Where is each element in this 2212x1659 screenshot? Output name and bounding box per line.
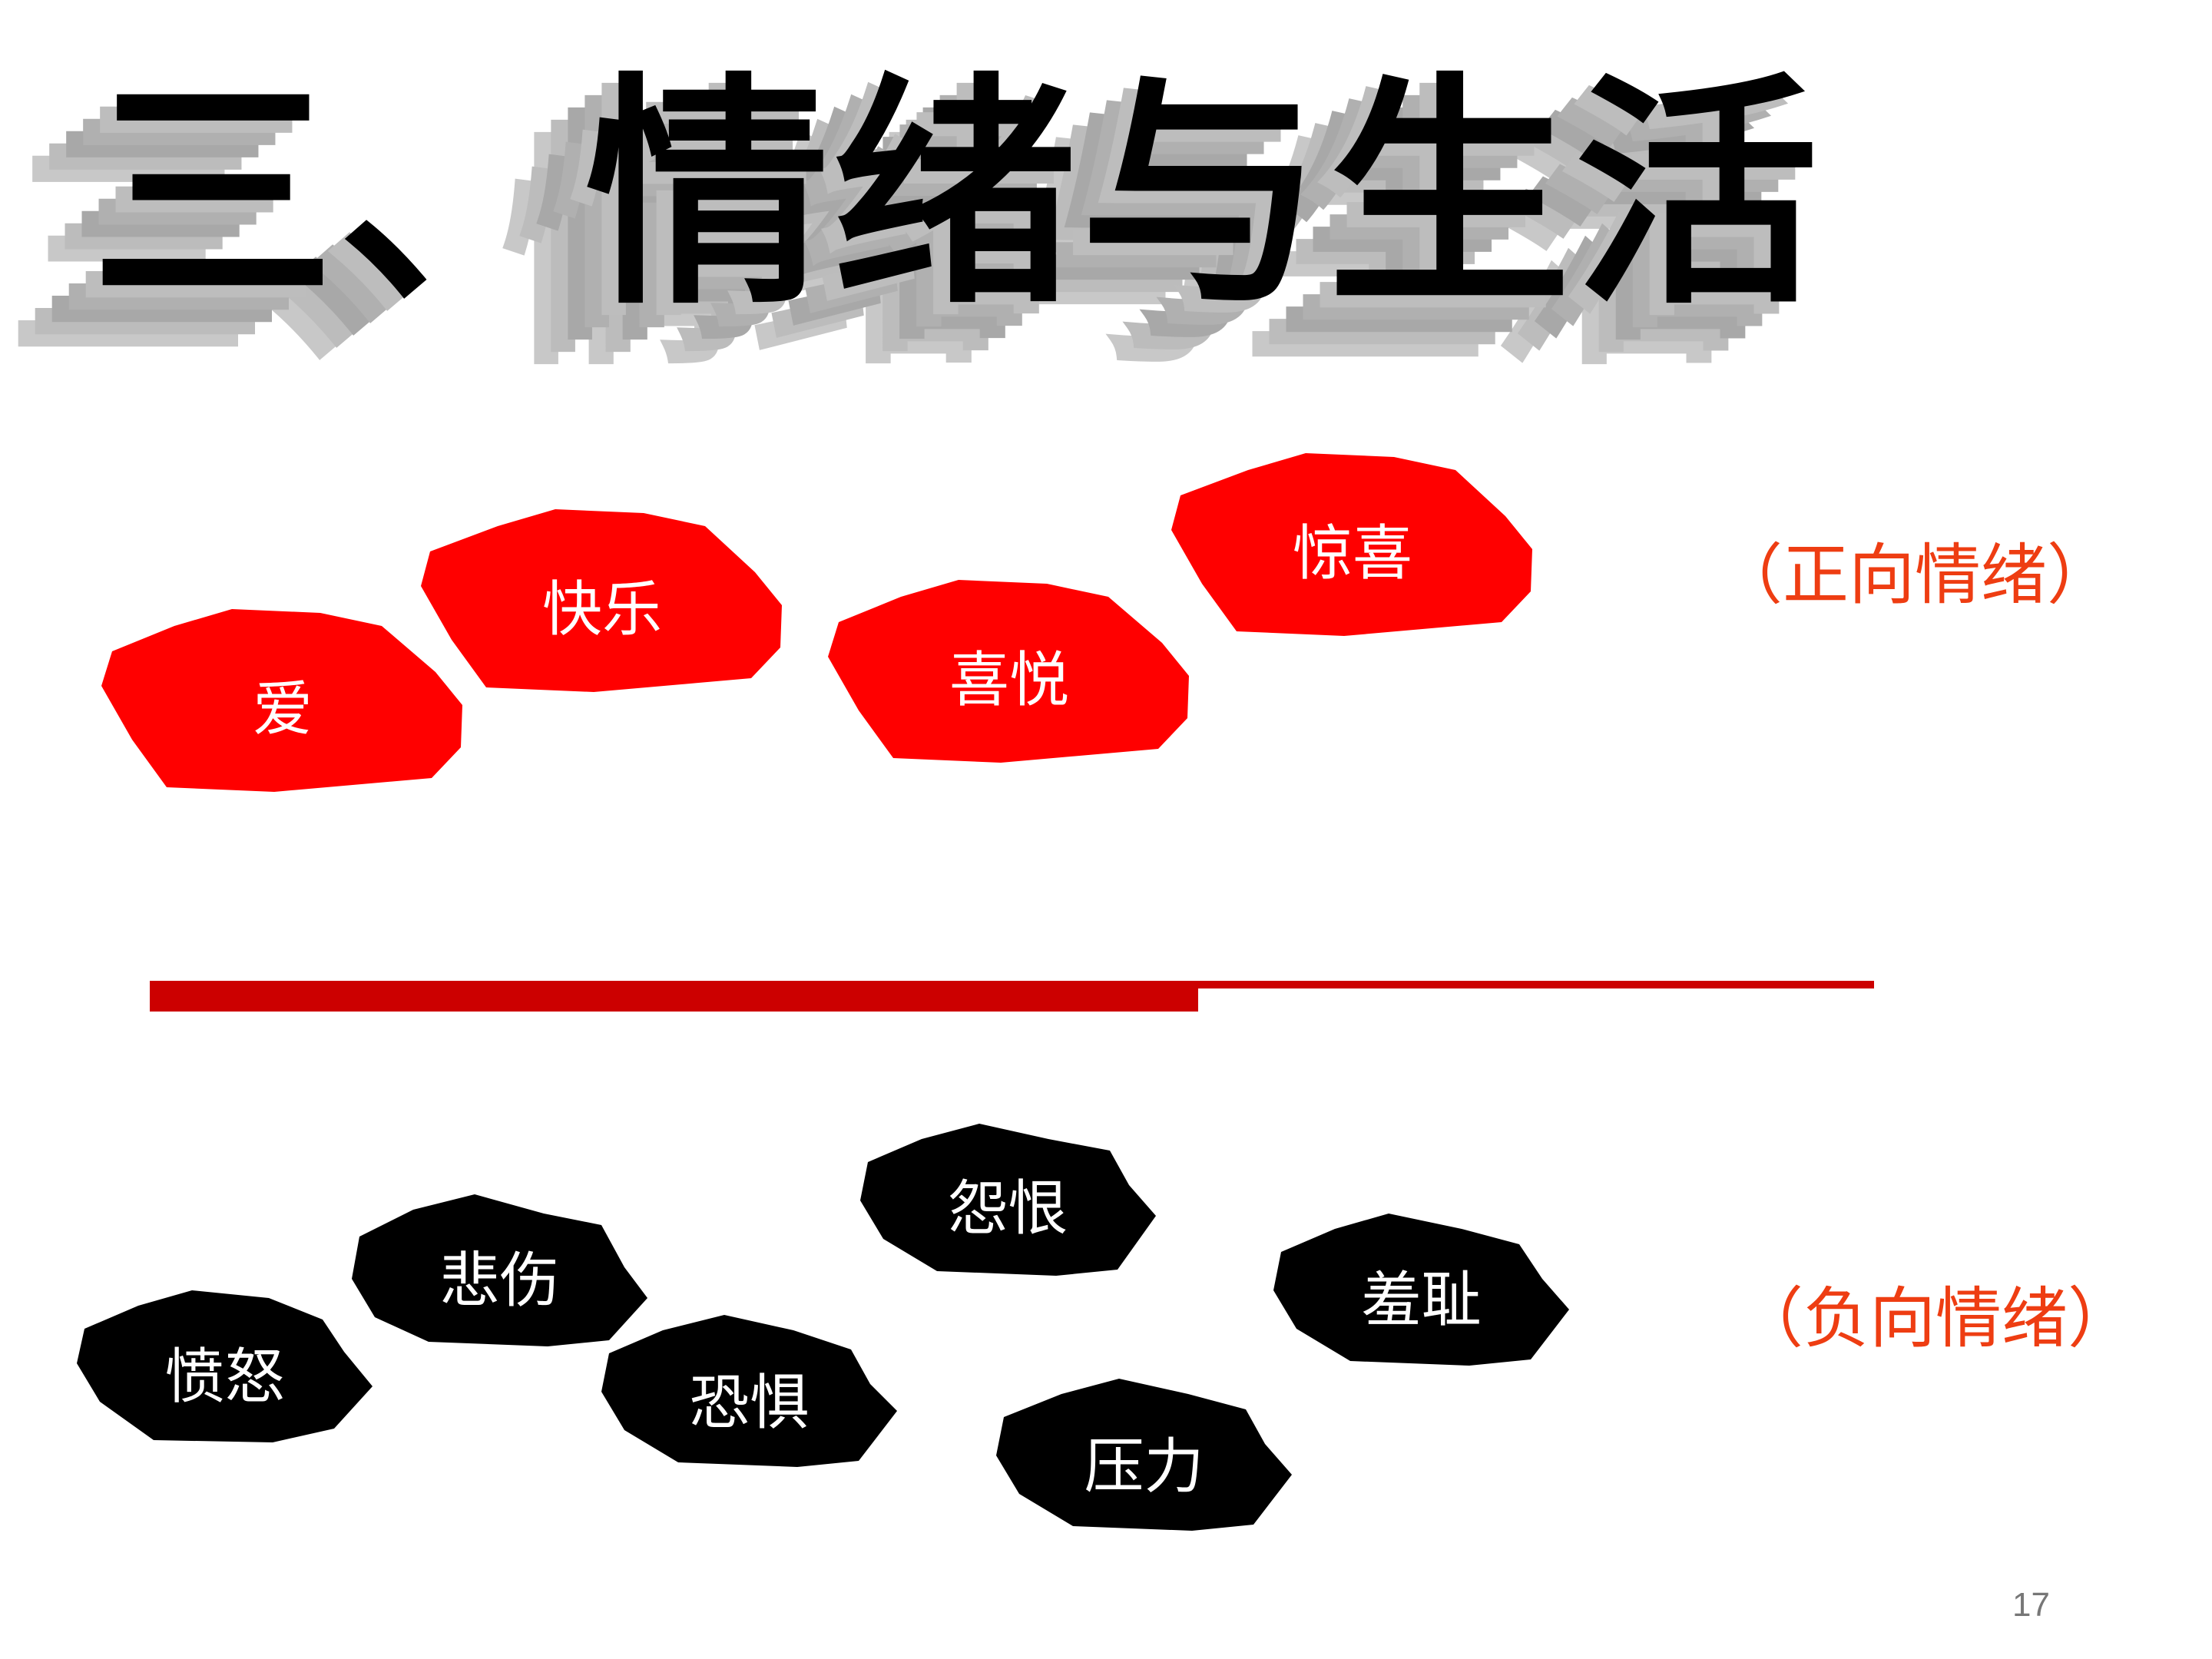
emotion-blob-surprise: 惊喜	[1171, 453, 1534, 636]
emotion-blob-resentment: 怨恨	[860, 1124, 1156, 1276]
page-number: 17	[2012, 1586, 2050, 1624]
emotion-blob-anger: 愤怒	[77, 1290, 373, 1442]
emotion-blob-sadness: 悲伤	[352, 1194, 647, 1346]
emotion-blob-shame: 羞耻	[1273, 1214, 1569, 1366]
emotion-label-love: 爱	[252, 675, 313, 744]
emotion-label-stress: 压力	[1084, 1432, 1204, 1502]
emotion-blob-stress: 压力	[996, 1379, 1292, 1531]
emotion-label-shame: 羞耻	[1361, 1266, 1482, 1335]
positive-caption: （正向情绪）	[1717, 537, 2113, 614]
emotion-blob-love: 爱	[101, 609, 464, 792]
emotion-label-fear: 恐惧	[689, 1369, 810, 1438]
emotion-label-surprise: 惊喜	[1292, 519, 1412, 588]
emotion-blob-fear: 恐惧	[601, 1315, 897, 1467]
emotion-label-happy: 快乐	[541, 575, 662, 644]
emotion-label-sadness: 悲伤	[439, 1247, 560, 1316]
emotion-label-joy: 喜悦	[949, 646, 1069, 715]
negative-caption: （负向情绪）	[1737, 1280, 2134, 1357]
emotion-label-anger: 愤怒	[164, 1343, 285, 1412]
emotion-blob-joy: 喜悦	[828, 580, 1190, 763]
emotion-blob-happy: 快乐	[421, 509, 783, 692]
divider-bar-thin	[150, 981, 1874, 988]
emotion-label-resentment: 怨恨	[948, 1174, 1068, 1243]
slide-title: 三、情绪与生活	[89, 53, 1822, 337]
